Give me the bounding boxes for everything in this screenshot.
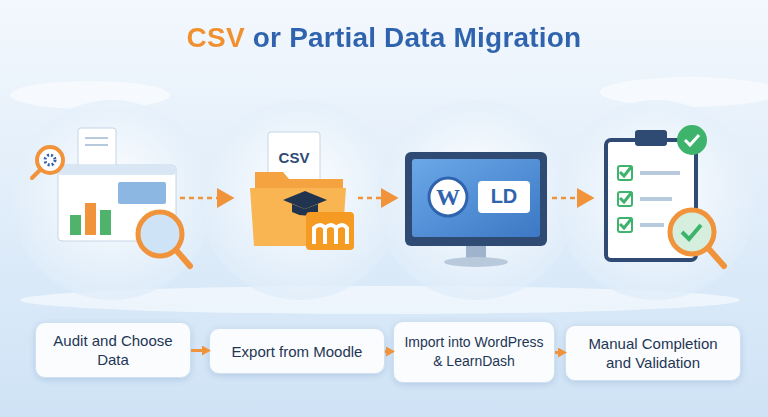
text-line [640, 223, 664, 227]
panel-header [58, 165, 176, 175]
export-icon [250, 132, 354, 250]
audit-icon [32, 128, 190, 266]
clipboard-clip [635, 130, 667, 146]
step-box: Import into WordPress & LearnDash [393, 321, 555, 383]
step-box: Audit and Choose Data [35, 322, 191, 378]
checkbox [618, 218, 632, 232]
bar [70, 215, 81, 235]
bar [85, 203, 96, 235]
monitor-icon [405, 152, 547, 267]
gear [45, 155, 55, 165]
check [620, 166, 632, 176]
step-circle [376, 100, 576, 300]
title-bar: CSV or Partial Data Migration [0, 22, 768, 54]
wordpress-logo [429, 178, 467, 216]
check [620, 218, 632, 228]
text-line [85, 137, 108, 139]
flow-connector [385, 351, 393, 352]
checkbox [618, 192, 632, 206]
check [682, 225, 701, 239]
learndash-logo [478, 181, 530, 213]
panel-block [118, 182, 166, 204]
checkbox [618, 166, 632, 180]
moodle-logo [306, 212, 354, 250]
monitor-base [444, 257, 508, 267]
checklist-icon [606, 125, 724, 266]
step-label: Export from Moodle [232, 342, 363, 361]
learndash-mark: LD [478, 184, 530, 208]
step-circle [200, 100, 400, 300]
connector-line [385, 350, 393, 353]
dashed-arrow [552, 197, 592, 200]
step-label: Manual Completion and Validation [574, 334, 732, 372]
connector-line [191, 349, 209, 352]
clouds [10, 77, 768, 314]
check [685, 135, 699, 145]
csv-text: CSV [268, 148, 320, 167]
diagram-title: CSV or Partial Data Migration [187, 22, 582, 54]
step-circle [12, 100, 212, 300]
step-label: Import into WordPress & LearnDash [402, 333, 546, 371]
check-badge [677, 125, 707, 155]
magnifier-handle [708, 248, 724, 266]
cloud [600, 77, 768, 107]
bar [100, 210, 111, 235]
wordpress-mark: W [434, 183, 462, 211]
flow-connector [191, 350, 209, 351]
graduation-cap [283, 191, 327, 209]
text-line [640, 197, 672, 201]
flow-connector [555, 352, 565, 353]
step-box: Export from Moodle [209, 328, 385, 374]
connector-line [555, 351, 565, 354]
monitor-frame [405, 152, 547, 246]
check [620, 192, 632, 202]
step-label: Audit and Choose Data [44, 331, 182, 369]
dashed-arrow [358, 197, 396, 200]
text-line [640, 171, 680, 175]
text-line [85, 144, 108, 146]
magnifier-handle [32, 170, 40, 178]
moodle-m [314, 225, 347, 244]
monitor-screen [412, 159, 540, 237]
magnifier-handle [176, 250, 190, 266]
step-circle [556, 100, 756, 300]
step-box: Manual Completion and Validation [565, 325, 741, 381]
dashed-arrow [180, 197, 232, 200]
